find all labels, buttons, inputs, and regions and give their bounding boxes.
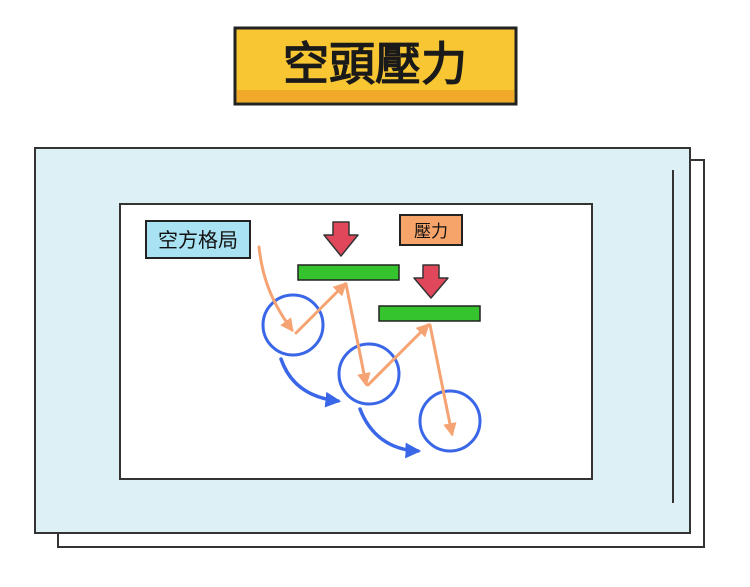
low-circle-3 xyxy=(418,389,482,453)
price-path-arrow-4 xyxy=(366,323,430,387)
trend-arrow-1 xyxy=(279,357,342,408)
low-circle-1 xyxy=(261,293,325,357)
pressure-label: 壓力 xyxy=(399,214,463,246)
pressure-down-arrow-2 xyxy=(413,264,449,299)
resistance-bar-2 xyxy=(378,305,481,322)
trend-arrows xyxy=(279,357,422,459)
empty-pattern-label: 空方格局 xyxy=(145,220,251,259)
pressure-down-arrow-1 xyxy=(323,221,359,257)
title-banner: 空頭壓力 xyxy=(233,26,518,106)
pressure-label-box xyxy=(399,214,463,246)
title-box-shade xyxy=(237,90,514,102)
empty-pattern-label-text: 空方格局 xyxy=(158,228,238,252)
price-path-arrow-3 xyxy=(344,282,371,387)
resistance-bar-1 xyxy=(297,264,400,281)
title-text: 空頭壓力 xyxy=(283,37,467,91)
low-circle-2 xyxy=(337,342,401,406)
empty-pattern-label-box xyxy=(145,220,251,259)
trend-arrow-2 xyxy=(358,407,422,459)
price-path-arrow-1 xyxy=(257,245,294,333)
pressure-label-text: 壓力 xyxy=(414,222,448,242)
price-path-arrow-2 xyxy=(294,282,347,335)
price-path-arrow-5 xyxy=(428,323,457,437)
price-path xyxy=(257,245,457,437)
